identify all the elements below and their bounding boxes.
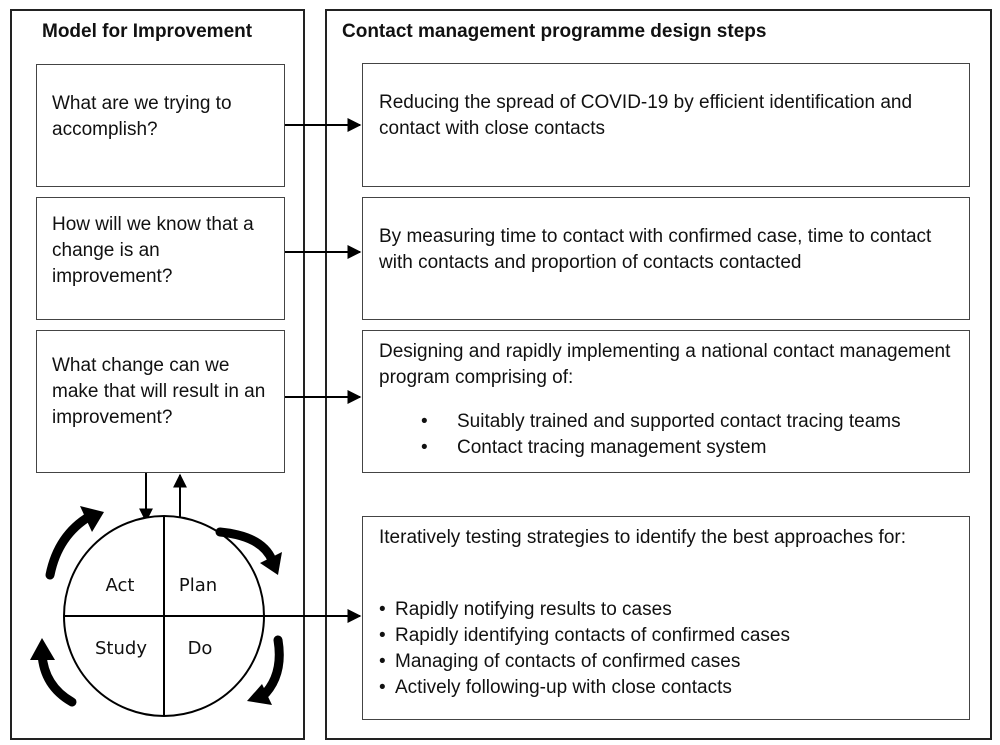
cycle-arrow-bottom-left: [30, 638, 77, 707]
step-change-bullets: •Suitably trained and supported contact …: [421, 409, 966, 461]
step-measure-text: By measuring time to contact with confir…: [379, 226, 932, 273]
question-measure-text: How will we know that a change is an imp…: [52, 214, 254, 287]
question-change-box: What change can we make that will result…: [36, 330, 285, 473]
step-testing-bullets: •Rapidly notifying results to cases •Rap…: [379, 597, 964, 701]
right-panel-title: Contact management programme design step…: [342, 21, 767, 42]
question-aim-text: What are we trying to accomplish?: [52, 93, 232, 140]
step-change-intro: Designing and rapidly implementing a nat…: [379, 341, 951, 388]
step-testing-intro: Iteratively testing strategies to identi…: [379, 527, 907, 548]
cycle-arrow-top-left: [45, 506, 104, 580]
pdsa-do-label: Do: [188, 638, 213, 659]
question-measure-box: How will we know that a change is an imp…: [36, 197, 285, 320]
step-aim-box: Reducing the spread of COVID-19 by effic…: [362, 63, 970, 187]
design-steps-panel: Contact management programme design step…: [325, 9, 992, 740]
list-item: •Rapidly notifying results to cases: [379, 599, 672, 620]
step-aim-text: Reducing the spread of COVID-19 by effic…: [379, 92, 913, 139]
cycle-arrow-top-right: [215, 527, 282, 575]
step-testing-box: Iteratively testing strategies to identi…: [362, 516, 970, 720]
left-panel-title: Model for Improvement: [42, 21, 253, 42]
pdsa-act-label: Act: [106, 575, 135, 596]
question-change-text: What change can we make that will result…: [52, 355, 266, 428]
pdsa-plan-label: Plan: [179, 575, 217, 596]
list-item: •Rapidly identifying contacts of confirm…: [379, 625, 790, 646]
list-item: •Contact tracing management system: [421, 437, 767, 458]
list-item: •Actively following-up with close contac…: [379, 677, 732, 698]
cycle-arrow-bottom-right: [247, 635, 284, 705]
pdsa-study-label: Study: [95, 638, 147, 659]
list-item: •Suitably trained and supported contact …: [421, 411, 901, 432]
list-item: •Managing of contacts of confirmed cases: [379, 651, 741, 672]
question-aim-box: What are we trying to accomplish?: [36, 64, 285, 187]
step-measure-box: By measuring time to contact with confir…: [362, 197, 970, 320]
model-for-improvement-panel: Model for Improvement: [10, 9, 305, 740]
step-change-box: Designing and rapidly implementing a nat…: [362, 330, 970, 473]
